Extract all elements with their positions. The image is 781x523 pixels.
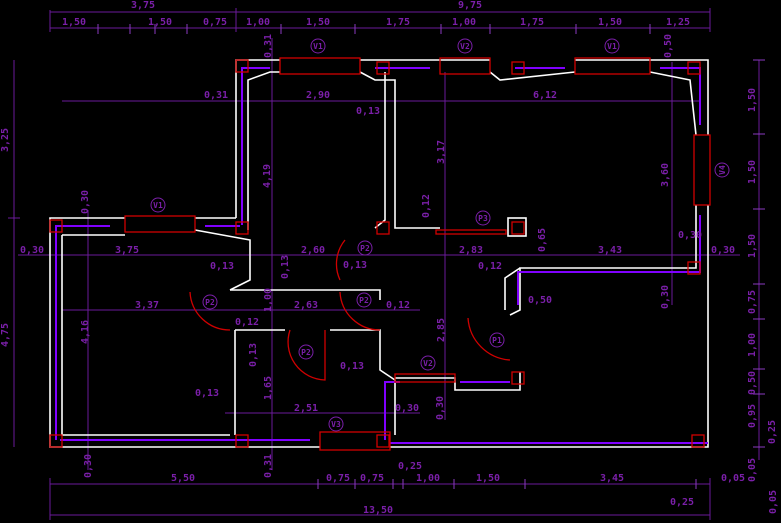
door-tag: P2 (301, 348, 311, 357)
dim-label: 0,12 (235, 317, 259, 328)
dim-label: 2,51 (294, 403, 318, 414)
top-dimension-labels: 3,75 9,75 1,50 1,50 0,75 1,00 1,50 1,75 … (62, 0, 690, 58)
dim-label: 0,25 (398, 461, 422, 472)
dim-label: 0,13 (248, 343, 259, 367)
dim-label: 1,50 (747, 88, 758, 112)
dim-label: 2,85 (436, 318, 447, 342)
dim-label: 0,30 (20, 245, 44, 256)
dim-label: 1,00 (246, 17, 270, 28)
dim-label: 1,75 (520, 17, 544, 28)
dim-label: 1,00 (452, 17, 476, 28)
dim-label: 3,75 (131, 0, 155, 11)
dim-label: 0,65 (537, 228, 548, 252)
dim-label: 0,50 (747, 371, 758, 395)
dim-label: 1,50 (62, 17, 86, 28)
dim-label: 3,60 (660, 163, 671, 187)
dim-label: 0,05 (768, 490, 779, 514)
dim-label: 0,13 (343, 260, 367, 271)
dim-label: 3,25 (0, 128, 11, 152)
dim-label: 9,75 (458, 0, 482, 11)
dim-label: 3,43 (598, 245, 622, 256)
window-tag: V1 (153, 201, 163, 210)
dim-label: 0,30 (395, 403, 419, 414)
side-dimension-labels: 3,25 4,75 1,50 1,50 1,50 0,75 1,00 0,50 … (0, 88, 778, 482)
inner-wall-lines (55, 67, 708, 444)
window-tag: V3 (331, 420, 341, 429)
interior-dimension-labels: 0,31 2,90 0,13 4,19 3,17 0,12 2,60 0,13 … (20, 90, 735, 420)
dim-label: 1,25 (666, 17, 690, 28)
dim-label: 1,50 (476, 473, 500, 484)
door-tag: P2 (359, 296, 369, 305)
dim-label: 0,25 (670, 497, 694, 508)
window-tag: V1 (313, 42, 323, 51)
tag-circles (150, 38, 730, 432)
dim-label: 13,50 (363, 505, 393, 516)
windows-doors-columns (49, 57, 711, 451)
dim-label: 1,00 (263, 288, 274, 312)
dim-label: 0,13 (280, 255, 291, 279)
dim-label: 1,50 (747, 234, 758, 258)
dim-label: 3,37 (135, 300, 159, 311)
dim-label: 0,05 (747, 458, 758, 482)
dim-label: 2,60 (301, 245, 325, 256)
dim-label: 0,31 (263, 454, 274, 478)
dim-label: 0,05 (721, 473, 745, 484)
dim-label: 0,31 (204, 90, 228, 101)
bottom-dimension-labels: 5,50 0,75 0,75 0,25 1,00 1,50 3,45 0,05 … (83, 454, 779, 516)
dim-label: 0,75 (326, 473, 350, 484)
dim-label: 4,16 (80, 320, 91, 344)
dim-label: 0,25 (767, 420, 778, 444)
door-tag: P2 (205, 298, 215, 307)
dim-label: 2,90 (306, 90, 330, 101)
dim-label: 0,13 (210, 261, 234, 272)
door-tag: P2 (360, 244, 370, 253)
window-tag: V2 (460, 42, 470, 51)
dim-label: 0,75 (747, 290, 758, 314)
dim-label: 6,12 (533, 90, 557, 101)
dim-label: 3,45 (600, 473, 624, 484)
dim-label: 0,12 (386, 300, 410, 311)
dim-label: 0,30 (83, 454, 94, 478)
dim-label: 1,50 (148, 17, 172, 28)
dim-label: 5,50 (171, 473, 195, 484)
dim-label: 1,50 (747, 160, 758, 184)
dim-label: 0,31 (263, 34, 274, 58)
dim-label: 3,75 (115, 245, 139, 256)
dim-label: 0,30 (80, 190, 91, 214)
window-tag: V1 (607, 42, 617, 51)
dim-label: 0,30 (435, 396, 446, 420)
dim-label: 0,12 (478, 261, 502, 272)
dim-label: 1,00 (747, 333, 758, 357)
dim-label: 1,75 (386, 17, 410, 28)
window-tag: V4 (718, 165, 727, 175)
dim-label: 2,83 (459, 245, 483, 256)
tag-labels: V1 V2 V1 V1 V4 V2 V3 P3 P2 P2 P2 P2 P1 (153, 42, 727, 429)
dim-label: 0,13 (340, 361, 364, 372)
dim-label: 0,50 (528, 295, 552, 306)
dim-label: 0,13 (195, 388, 219, 399)
dim-label: 1,50 (598, 17, 622, 28)
window-tag: V2 (423, 359, 433, 368)
door-tag: P1 (492, 336, 502, 345)
dim-label: 1,00 (416, 473, 440, 484)
dim-label: 0,13 (356, 106, 380, 117)
dim-label: 4,75 (0, 323, 11, 347)
dim-label: 2,63 (294, 300, 318, 311)
dim-label: 0,30 (660, 285, 671, 309)
dim-label: 0,75 (360, 473, 384, 484)
dim-label: 3,17 (436, 140, 447, 164)
dim-label: 0,12 (421, 194, 432, 218)
dim-label: 1,50 (306, 17, 330, 28)
dim-label: 4,19 (262, 164, 273, 188)
dim-label: 0,95 (747, 404, 758, 428)
dim-label: 0,30 (678, 230, 702, 241)
dim-label: 1,65 (263, 376, 274, 400)
dimension-lines (8, 8, 765, 520)
dim-label: 0,75 (203, 17, 227, 28)
dim-label: 0,50 (663, 34, 674, 58)
door-tag: P3 (478, 214, 488, 223)
dim-label: 0,30 (711, 245, 735, 256)
